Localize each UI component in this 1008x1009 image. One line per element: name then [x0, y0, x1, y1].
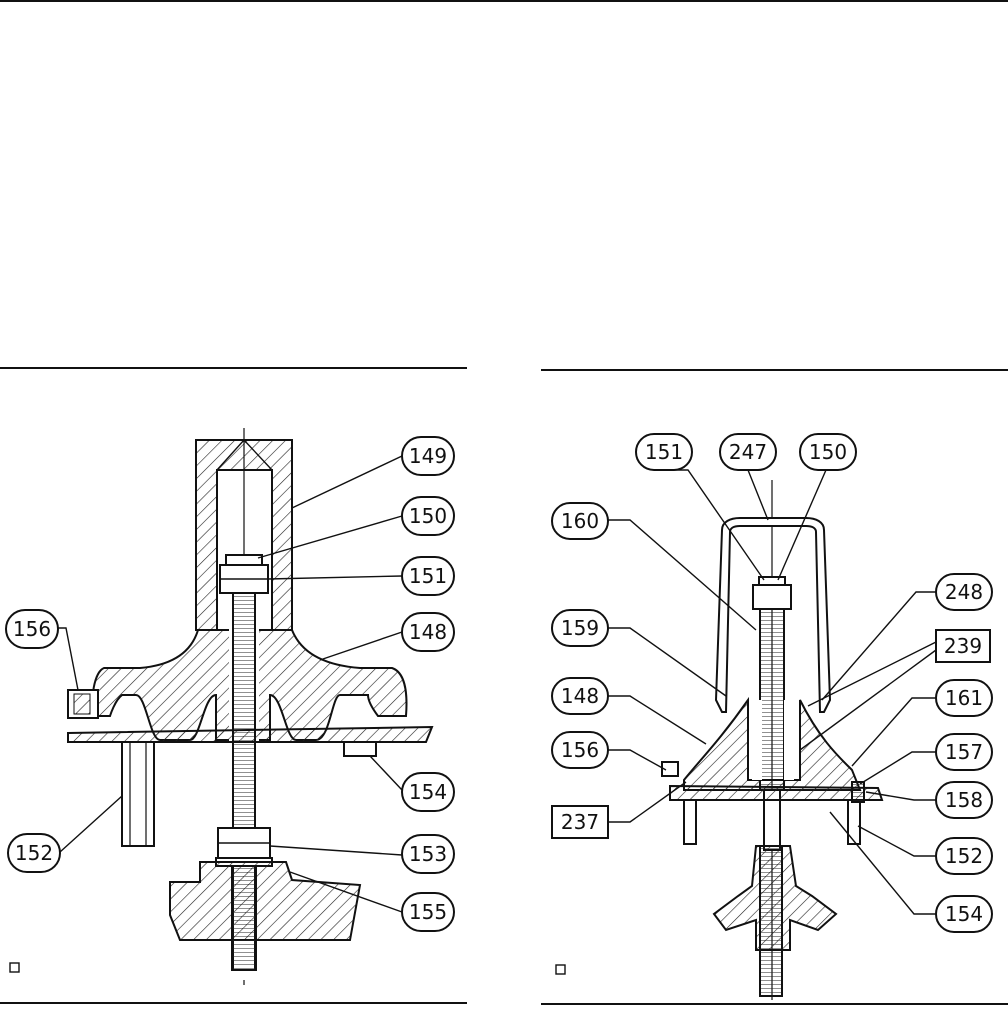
svg-text:237: 237: [561, 810, 599, 834]
svg-text:154: 154: [409, 780, 447, 804]
right-threaded-rod: [759, 599, 785, 791]
callout-154: 154: [401, 772, 455, 812]
cover-247: [714, 517, 832, 713]
svg-text:151: 151: [409, 564, 447, 588]
svg-text:156: 156: [561, 738, 599, 762]
callout-r-237: 237: [551, 805, 609, 839]
right-stud-left: [683, 799, 697, 845]
callout-155: 155: [401, 892, 455, 932]
svg-text:148: 148: [561, 684, 599, 708]
right-assembly-drawing: [555, 480, 884, 1000]
svg-text:160: 160: [561, 509, 599, 533]
svg-text:155: 155: [409, 900, 447, 924]
nut-154: [343, 741, 377, 757]
svg-text:150: 150: [409, 504, 447, 528]
callout-152: 152: [7, 833, 61, 873]
svg-text:153: 153: [409, 842, 447, 866]
svg-text:161: 161: [945, 686, 983, 710]
callout-r-159: 159: [551, 609, 609, 647]
callout-r-247: 247: [719, 433, 777, 471]
svg-text:154: 154: [945, 902, 983, 926]
svg-text:148: 148: [409, 620, 447, 644]
callout-150: 150: [401, 496, 455, 536]
callout-149: 149: [401, 436, 455, 476]
svg-text:156: 156: [13, 617, 51, 641]
svg-text:157: 157: [945, 740, 983, 764]
right-nut-151: [752, 584, 792, 610]
right-washer-150: [758, 576, 786, 586]
right-base-plate: [669, 784, 884, 801]
svg-text:152: 152: [945, 844, 983, 868]
mount-155-section: [169, 861, 362, 941]
callout-156: 156: [5, 609, 59, 649]
washer-150: [225, 554, 263, 566]
svg-text:151: 151: [645, 440, 683, 464]
callout-r-248: 248: [935, 573, 993, 611]
right-housing-148: [683, 696, 862, 791]
svg-text:158: 158: [945, 788, 983, 812]
left-assembly-drawing: [9, 428, 434, 985]
svg-text:159: 159: [561, 616, 599, 640]
callout-r-150: 150: [799, 433, 857, 471]
right-stud-right: [847, 799, 861, 845]
callout-r-148: 148: [551, 677, 609, 715]
svg-text:149: 149: [409, 444, 447, 468]
left-view-marker: [9, 962, 20, 973]
callout-r-158: 158: [935, 781, 993, 819]
bolt-152: [121, 741, 155, 847]
right-screw-156: [661, 761, 679, 777]
callout-r-151: 151: [635, 433, 693, 471]
callout-r-161: 161: [935, 679, 993, 717]
right-leader-lines: [606, 469, 938, 915]
callout-153: 153: [401, 834, 455, 874]
svg-text:239: 239: [944, 634, 982, 658]
callout-r-156: 156: [551, 731, 609, 769]
callout-148: 148: [401, 612, 455, 652]
left-leader-lines: [46, 455, 403, 913]
callout-r-152: 152: [935, 837, 993, 875]
svg-text:248: 248: [945, 580, 983, 604]
callout-r-154: 154: [935, 895, 993, 933]
svg-text:247: 247: [729, 440, 767, 464]
svg-text:150: 150: [809, 440, 847, 464]
callout-r-157: 157: [935, 733, 993, 771]
callout-r-239: 239: [935, 629, 991, 663]
callout-151: 151: [401, 556, 455, 596]
right-view-marker: [555, 964, 566, 975]
callout-r-160: 160: [551, 502, 609, 540]
svg-text:152: 152: [15, 841, 53, 865]
base-plate: [67, 725, 434, 743]
